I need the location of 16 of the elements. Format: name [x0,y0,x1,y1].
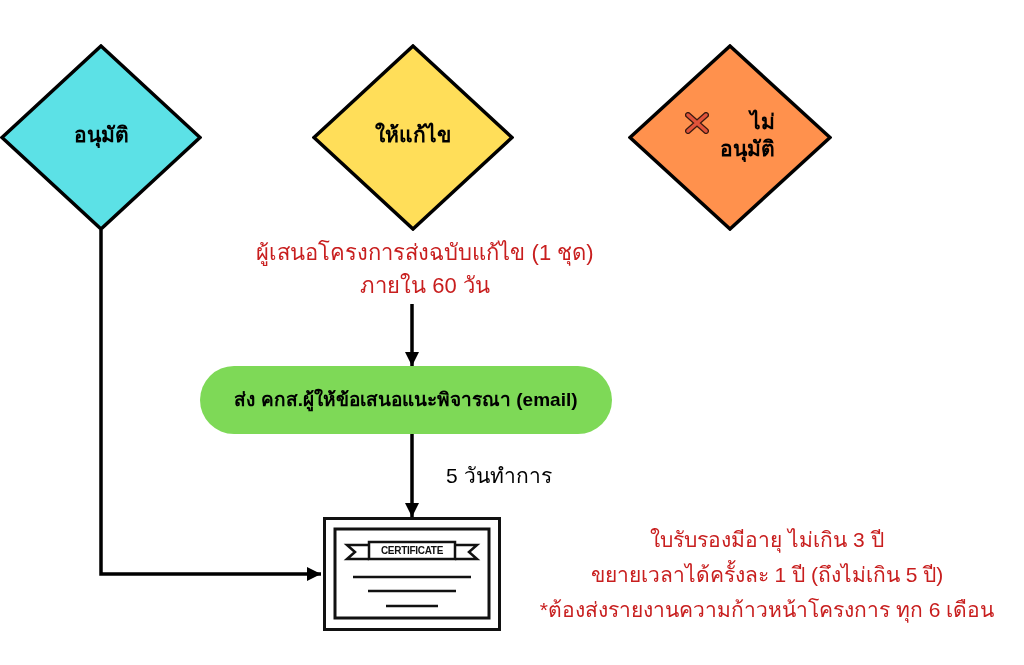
process-step: ส่ง คกส.ผู้ให้ข้อเสนอแนะพิจารณา (email) [200,366,612,434]
step-note: ผู้เสนอโครงการส่งฉบับแก้ไข (1 ชุด) ภายใน 60 วัน [235,236,615,302]
diamond-label: ไม่ อนุมัติ [719,108,775,162]
arrow [405,304,419,366]
certificate-title: CERTIFICATE [379,544,445,558]
note-text: *ต้องส่งรายงานความก้าวหน้าโครงการ ทุก 6 เดือน [539,597,995,625]
decision-diamond [0,44,202,231]
arrow [99,230,321,581]
note-text: ใบรับรองมีอายุ ไม่เกิน 3 ปี [650,527,884,555]
decision-diamond [628,44,832,231]
diamond-label: อนุมัติ [73,121,129,149]
decision-diamond [312,44,514,231]
note-text: ขยายเวลาได้ครั้งละ 1 ปี (ถึงไม่เกิน 5 ปี) [590,557,944,592]
arrow [405,434,419,517]
certificate-picture [323,517,501,631]
diamond-label: ให้แก้ไข [375,121,451,148]
